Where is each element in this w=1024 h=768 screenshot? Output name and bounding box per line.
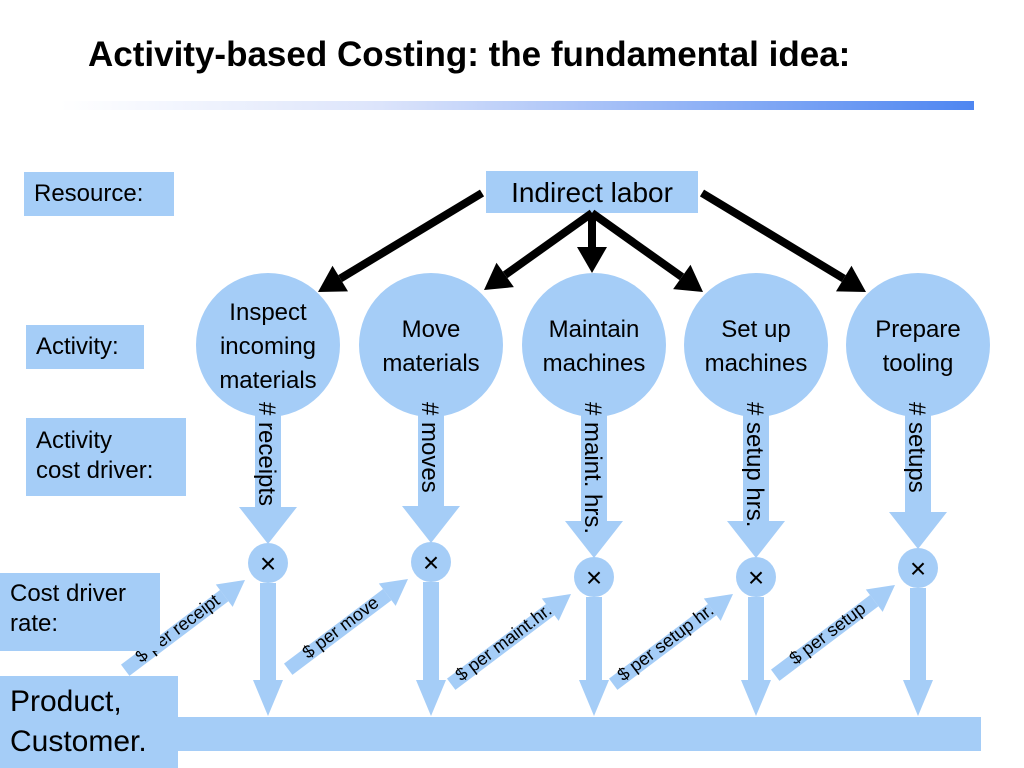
rate-arrow-shaft: [120, 590, 229, 676]
activity-text: machines: [543, 350, 646, 377]
rate-arrow-shaft: [446, 604, 555, 690]
driver-text: # setups: [903, 402, 930, 493]
driver-arrow-shaft: [255, 400, 281, 507]
resource-arrow-line: [338, 189, 485, 282]
activity-text: materials: [219, 367, 316, 394]
product-arrow-shaft: [260, 583, 276, 680]
driver-arrow-shaft: [581, 400, 607, 521]
rate-arrow-shaft: [608, 604, 717, 690]
resource-arrow-line: [699, 189, 846, 282]
driver-text: # maint. hrs.: [579, 402, 606, 534]
resource-arrow-head: [673, 264, 703, 292]
activity-label-text: Activity:: [36, 333, 119, 360]
resource-arrow-head: [484, 262, 514, 290]
activity-text: Maintain: [549, 316, 640, 343]
activity-text: materials: [382, 350, 479, 377]
driver-arrow-head: [239, 507, 297, 544]
activity-text: machines: [705, 350, 808, 377]
product-arrow-head: [741, 680, 771, 716]
rate-arrow-head: [865, 585, 895, 612]
product-arrow-head: [903, 680, 933, 716]
product-arrow-head: [416, 680, 446, 716]
rate-arrow-head: [703, 594, 733, 621]
resource-arrow-head: [318, 265, 349, 292]
driver-text: # moves: [416, 402, 443, 493]
driver-label-line2: cost driver:: [36, 457, 154, 484]
product-arrow-head: [253, 680, 283, 716]
multiply-node: [736, 557, 776, 597]
rate-arrow-shaft: [283, 589, 392, 675]
product-arrow-shaft: [748, 597, 764, 680]
resource-text: Indirect labor: [511, 177, 673, 208]
multiply-node: [898, 548, 938, 588]
activity-text: tooling: [883, 350, 954, 377]
activity-text: Set up: [721, 316, 790, 343]
product-arrow-shaft: [910, 588, 926, 680]
activity-circle: [359, 273, 503, 417]
rate-arrow-shaft: [770, 595, 879, 681]
product-label-line2: Customer.: [10, 725, 147, 758]
resource-arrow-head: [835, 265, 866, 292]
rate-text: $ per maint.hr.: [452, 600, 556, 685]
driver-arrow-shaft: [743, 400, 769, 521]
driver-label-line1: Activity: [36, 427, 113, 454]
activity-text: Move: [402, 316, 461, 343]
activity-circle: [522, 273, 666, 417]
product-label: Product, Customer.: [0, 676, 178, 768]
rate-label-line1: Cost driver: [10, 580, 127, 607]
multiply-node: [411, 542, 451, 582]
driver-text: # setup hrs.: [741, 402, 768, 527]
driver-text: # receipts: [253, 402, 280, 506]
rate-text: $ per setup hr.: [614, 600, 718, 685]
rate-arrow-head: [378, 579, 408, 606]
rate-label: Cost driver rate:: [0, 573, 160, 651]
resource-arrow-head: [577, 247, 607, 273]
driver-arrow-shaft: [905, 400, 931, 512]
driver-arrow-head: [889, 512, 947, 549]
product-bar: [172, 717, 981, 751]
activity-text: incoming: [220, 333, 316, 360]
driver-label: Activity cost driver:: [26, 418, 186, 496]
activity-label: Activity:: [26, 325, 144, 369]
activity-text: Inspect: [229, 299, 307, 326]
rate-text: $ per move: [299, 592, 383, 662]
multiply-symbol: ×: [748, 562, 764, 593]
rate-label-line2: rate:: [10, 610, 59, 637]
activity-circle: [684, 273, 828, 417]
product-arrow-head: [579, 680, 609, 716]
multiply-symbol: ×: [260, 548, 276, 579]
rate-arrow-head: [541, 594, 571, 621]
multiply-symbol: ×: [423, 547, 439, 578]
multiply-node: [574, 557, 614, 597]
driver-arrow-head: [727, 521, 785, 558]
driver-arrow-shaft: [418, 400, 444, 506]
driver-arrow-head: [402, 506, 460, 543]
driver-arrow-head: [565, 521, 623, 558]
activity-circle: [196, 273, 340, 417]
rate-text: $ per setup: [786, 598, 870, 668]
product-arrow-shaft: [586, 597, 602, 680]
product-label-line1: Product,: [10, 685, 122, 718]
diagram-arrow-layer: [318, 189, 866, 292]
resource-arrow-line: [589, 209, 685, 281]
activity-text: Prepare: [875, 316, 960, 343]
resource-label: Resource:: [24, 172, 174, 216]
multiply-symbol: ×: [910, 553, 926, 584]
resource-arrow-line: [502, 209, 595, 279]
resource-label-text: Resource:: [34, 180, 144, 207]
page-title: Activity-based Costing: the fundamental …: [88, 35, 851, 74]
product-arrow-shaft: [423, 582, 439, 680]
multiply-node: [248, 543, 288, 583]
multiply-symbol: ×: [586, 562, 602, 593]
rate-arrow-head: [215, 580, 245, 607]
diagram-fill-layer: [120, 171, 990, 751]
title-underline: [60, 101, 974, 110]
activity-circle: [846, 273, 990, 417]
resource-box: [486, 171, 698, 213]
